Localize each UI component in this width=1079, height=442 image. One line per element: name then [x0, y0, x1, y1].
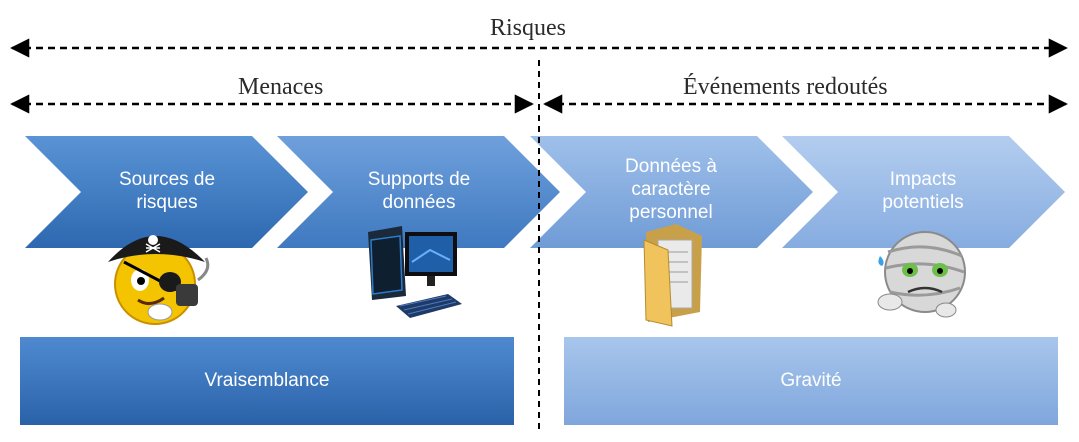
- chevron-supports-text: Supports de données: [334, 168, 504, 214]
- pirate-smiley-icon: [108, 235, 210, 325]
- chevron-donnees-line3: personnel: [629, 202, 713, 223]
- folder-icon: [643, 224, 702, 327]
- evenements-label: Événements redoutés: [677, 73, 894, 101]
- chevron-impacts-text: Impacts potentiels: [838, 168, 1008, 214]
- chevron-sources-line2: risques: [136, 192, 198, 213]
- chevron-impacts: [782, 136, 1065, 248]
- chevron-supports: [277, 136, 560, 248]
- computer-icon: [368, 226, 462, 318]
- vraisemblance-label: Vraisemblance: [204, 370, 330, 391]
- chevron-supports-line2: données: [382, 192, 456, 213]
- chevron-donnees-line1: Données à: [625, 156, 717, 177]
- chevron-donnees-line2: caractère: [631, 179, 711, 200]
- chevron-supports-line1: Supports de: [367, 169, 471, 190]
- bar-gravite: [564, 337, 1058, 425]
- chevron-impacts-line1: Impacts: [889, 169, 957, 190]
- chevron-sources-text: Sources de risques: [82, 168, 252, 214]
- chevron-impacts-line2: potentiels: [882, 192, 964, 213]
- bar-vraisemblance: [20, 337, 514, 425]
- mummy-smiley-icon: [877, 231, 966, 318]
- menaces-label: Menaces: [232, 73, 330, 101]
- chevron-donnees-text: Données à caractère personnel: [586, 155, 756, 224]
- chevron-donnees: [530, 136, 813, 248]
- chevron-sources: [25, 136, 308, 248]
- chevron-sources-line1: Sources de: [118, 169, 216, 190]
- risques-label: Risques: [484, 14, 573, 42]
- gravite-label: Gravité: [780, 370, 842, 391]
